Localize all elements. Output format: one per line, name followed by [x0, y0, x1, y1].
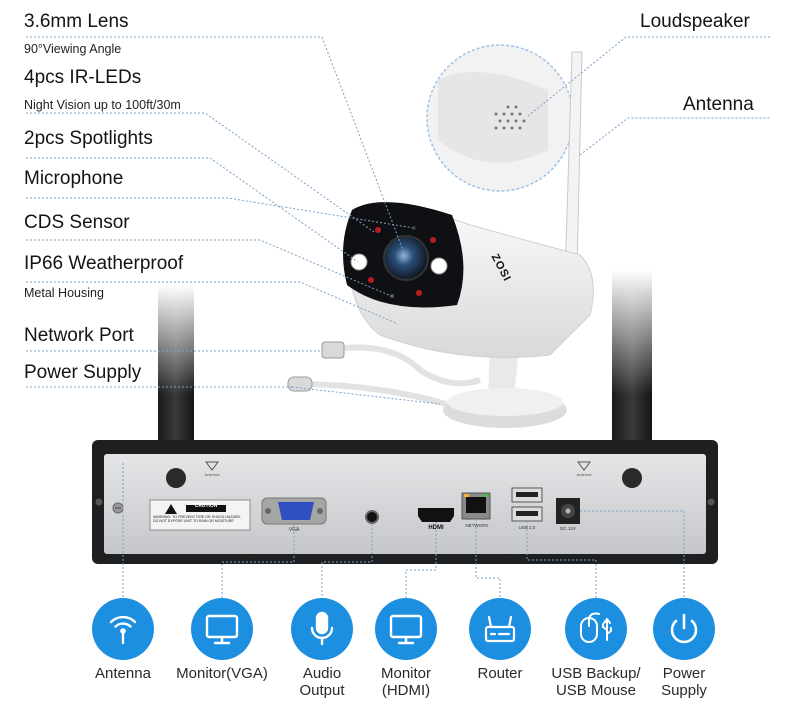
usb-label: USB 2.0: [518, 525, 536, 530]
camera-cables: [295, 344, 481, 407]
caution-title: CAUTION: [194, 503, 218, 509]
mouse-usb-icon: [565, 598, 627, 660]
feature-cds-title: CDS Sensor: [24, 212, 130, 233]
camera-body: [343, 202, 594, 358]
audio-port: [365, 510, 379, 524]
monitor-hdmi-icon: [375, 598, 437, 660]
dc-label: DC 12V: [560, 526, 576, 531]
port-label-audio-output: Audio Output: [299, 665, 345, 699]
nvr-left-antenna: [158, 285, 194, 475]
dc-port: [556, 498, 580, 524]
network-port: [461, 492, 491, 520]
feature-lens-detail: 90°Viewing Angle: [24, 42, 122, 56]
feature-loudspeaker-title: Loudspeaker: [640, 11, 750, 32]
nvr-chassis: [92, 440, 718, 564]
router-icon: [469, 598, 531, 660]
nvr-right-antenna: [612, 270, 652, 475]
feature-lens-title: 3.6mm Lens: [24, 11, 129, 32]
cable-connectors: [287, 341, 345, 392]
feature-weatherproof-detail: Metal Housing: [24, 286, 104, 300]
power-icon: [653, 598, 715, 660]
caution-sticker: [149, 499, 251, 531]
vga-port: [261, 497, 327, 525]
port-label-power: Power Supply: [661, 665, 707, 699]
vga-label: VGA: [288, 527, 300, 533]
port-label-monitor-hdmi: Monitor (HDMI): [380, 665, 432, 699]
monitor-vga-icon: [191, 598, 253, 660]
caution-text: WARNING: TO PREVENT FIRE OR SHOCK HAZARD…: [153, 515, 242, 523]
feature-power-title: Power Supply: [24, 362, 142, 383]
feature-antenna-title: Antenna: [683, 94, 754, 115]
microphone-icon: [291, 598, 353, 660]
feature-ir-title: 4pcs IR-LEDs: [24, 67, 142, 88]
usb-ports: [511, 487, 543, 522]
port-label-router: Router: [477, 665, 523, 682]
feature-microphone-title: Microphone: [24, 168, 124, 189]
feature-leader-lines: [26, 36, 770, 405]
port-leader-lines: [122, 463, 685, 598]
antenna-mark-left: Antenna: [204, 472, 220, 477]
loudspeaker-zoom-bubble: [426, 44, 574, 192]
antenna-icon: [92, 598, 154, 660]
port-label-usb: USB Backup/ USB Mouse: [551, 665, 641, 699]
feature-spotlights-title: 2pcs Spotlights: [24, 128, 153, 149]
port-label-monitor-vga: Monitor(VGA): [176, 665, 268, 682]
hdmi-label: HDMI: [428, 525, 444, 531]
network-label: NETWORK: [465, 523, 489, 528]
feature-weatherproof-title: IP66 Weatherproof: [24, 253, 184, 274]
feature-ir-detail: Night Vision up to 100ft/30m: [24, 98, 181, 112]
antenna-mark-right: Antenna: [576, 472, 592, 477]
feature-network-title: Network Port: [24, 325, 134, 346]
hdmi-port: [418, 508, 454, 522]
port-label-antenna: Antenna: [95, 665, 151, 682]
